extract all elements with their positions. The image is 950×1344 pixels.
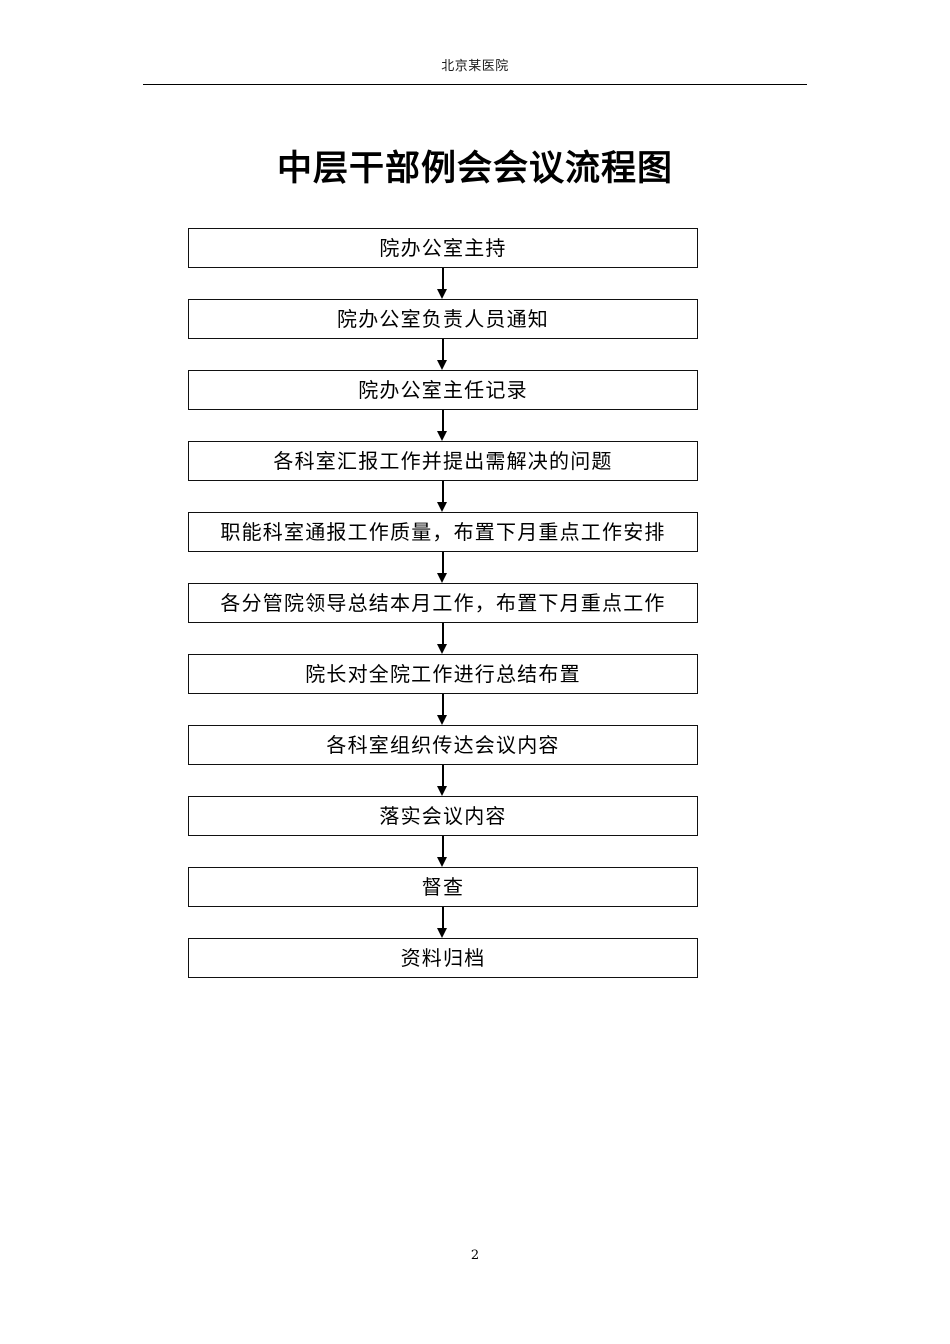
- header-divider: [143, 84, 807, 85]
- flow-node: 督查: [188, 867, 698, 907]
- flow-arrow-head: [437, 289, 447, 299]
- flow-arrow-stem: [442, 552, 444, 576]
- flow-arrow-stem: [442, 836, 444, 860]
- flow-arrow-head: [437, 502, 447, 512]
- flow-arrow-stem: [442, 907, 444, 931]
- flow-node: 院办公室负责人员通知: [188, 299, 698, 339]
- flow-node-label: 各科室汇报工作并提出需解决的问题: [273, 449, 613, 473]
- page-title: 中层干部例会会议流程图: [276, 149, 673, 190]
- flow-arrow-head: [437, 786, 447, 796]
- flow-node: 职能科室通报工作质量，布置下月重点工作安排: [188, 512, 698, 552]
- flow-arrow-stem: [442, 481, 444, 505]
- flow-arrow-down-icon: [188, 694, 698, 725]
- flow-node: 院长对全院工作进行总结布置: [188, 654, 698, 694]
- flow-arrow-down-icon: [188, 268, 698, 299]
- flow-arrow-head: [437, 928, 447, 938]
- flow-node: 院办公室主任记录: [188, 370, 698, 410]
- flow-arrow-stem: [442, 410, 444, 434]
- running-header: 北京某医院: [143, 58, 807, 86]
- flow-node-label: 落实会议内容: [379, 804, 507, 828]
- flow-node: 各科室汇报工作并提出需解决的问题: [188, 441, 698, 481]
- flow-arrow-down-icon: [188, 836, 698, 867]
- flow-node-label: 院长对全院工作进行总结布置: [305, 662, 581, 686]
- flow-node-label: 院办公室主持: [379, 236, 507, 260]
- flow-arrow-head: [437, 857, 447, 867]
- page-number: 2: [470, 1248, 480, 1263]
- flow-node-label: 院办公室主任记录: [358, 378, 528, 402]
- flow-node-label: 院办公室负责人员通知: [337, 307, 549, 331]
- flow-arrow-head: [437, 644, 447, 654]
- flow-arrow-stem: [442, 765, 444, 789]
- flow-arrow-stem: [442, 339, 444, 363]
- flow-arrow-down-icon: [188, 765, 698, 796]
- flow-arrow-down-icon: [188, 410, 698, 441]
- flow-node-label: 督查: [421, 875, 465, 899]
- flow-node: 资料归档: [188, 938, 698, 978]
- flow-arrow-down-icon: [188, 481, 698, 512]
- flow-arrow-stem: [442, 623, 444, 647]
- flow-arrow-down-icon: [188, 623, 698, 654]
- flow-arrow-head: [437, 715, 447, 725]
- flow-arrow-stem: [442, 694, 444, 718]
- flowchart: 院办公室主持院办公室负责人员通知院办公室主任记录各科室汇报工作并提出需解决的问题…: [188, 228, 698, 978]
- flow-node-label: 各科室组织传达会议内容: [326, 733, 560, 757]
- flow-arrow-down-icon: [188, 907, 698, 938]
- flow-node: 各科室组织传达会议内容: [188, 725, 698, 765]
- flow-node-label: 职能科室通报工作质量，布置下月重点工作安排: [220, 520, 666, 544]
- flow-arrow-head: [437, 360, 447, 370]
- flow-arrow-head: [437, 573, 447, 583]
- flow-arrow-head: [437, 431, 447, 441]
- flow-node-label: 资料归档: [400, 946, 486, 970]
- flow-node: 落实会议内容: [188, 796, 698, 836]
- flow-node-label: 各分管院领导总结本月工作，布置下月重点工作: [220, 591, 666, 615]
- flow-arrow-down-icon: [188, 339, 698, 370]
- flow-node: 各分管院领导总结本月工作，布置下月重点工作: [188, 583, 698, 623]
- flow-arrow-down-icon: [188, 552, 698, 583]
- flow-arrow-stem: [442, 268, 444, 292]
- running-header-text: 北京某医院: [441, 59, 509, 74]
- flow-node: 院办公室主持: [188, 228, 698, 268]
